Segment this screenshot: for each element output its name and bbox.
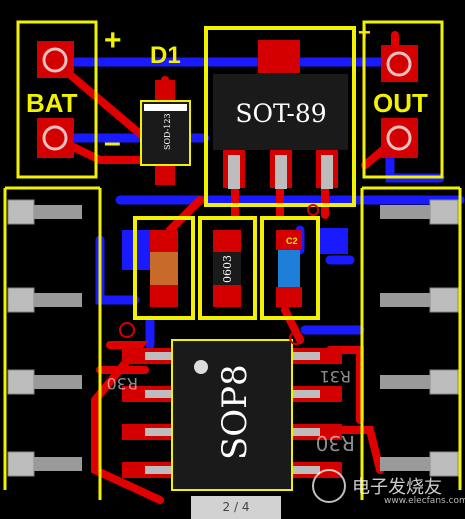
sot89-body [213, 74, 348, 150]
bat-connector-outline [16, 20, 98, 179]
diode-body [140, 100, 191, 166]
sop8-leads [145, 352, 320, 474]
plus-label-right: + [358, 20, 371, 45]
ref-label-right: R31 [320, 367, 351, 386]
cap-0603-outline [198, 216, 257, 320]
sop8-pin1-dot [194, 360, 208, 374]
cap-0603-body [213, 252, 241, 285]
sot89-tab-pad [258, 48, 300, 73]
small-cap-label: C2 [286, 236, 298, 246]
left-pin-header [7, 199, 82, 477]
cap-left-body [150, 252, 178, 285]
sot89-label: SOT-89 [235, 99, 326, 128]
cap-0603-label: 0603 [221, 255, 234, 283]
out-label: OUT [373, 88, 428, 118]
ref-label-bottom: R30 [316, 431, 355, 455]
diode-pad-top [155, 80, 175, 100]
diode-pad-bottom [155, 165, 175, 185]
sop8-label: SOP8 [215, 364, 255, 460]
diode-ref-label: D1 [150, 42, 181, 69]
cap-left-outline [133, 216, 195, 320]
right-pin-header [380, 199, 459, 477]
page-indicator[interactable]: 2 / 4 [191, 496, 281, 519]
cap-right-body [278, 250, 300, 287]
ref-label-left: R30 [107, 374, 138, 393]
minus-label-left: – [104, 126, 121, 159]
bottom-copper-pad [318, 228, 348, 254]
diode-package-label: SOD-123 [163, 113, 172, 150]
bat-label: BAT [26, 88, 78, 118]
silkscreen-outline [3, 186, 462, 500]
plus-label-left: + [104, 24, 122, 57]
diode-cathode-band [144, 104, 187, 111]
cap-right-outline [260, 216, 320, 320]
watermark-logo-icon [312, 469, 346, 503]
watermark: 电子发烧友 [312, 466, 462, 506]
vias [119, 204, 319, 345]
watermark-url: www.elecfans.com [384, 496, 465, 506]
watermark-text: 电子发烧友 [352, 477, 442, 498]
out-connector-outline [362, 20, 444, 179]
sop8-body [171, 339, 293, 491]
sot89-outline [204, 26, 356, 207]
